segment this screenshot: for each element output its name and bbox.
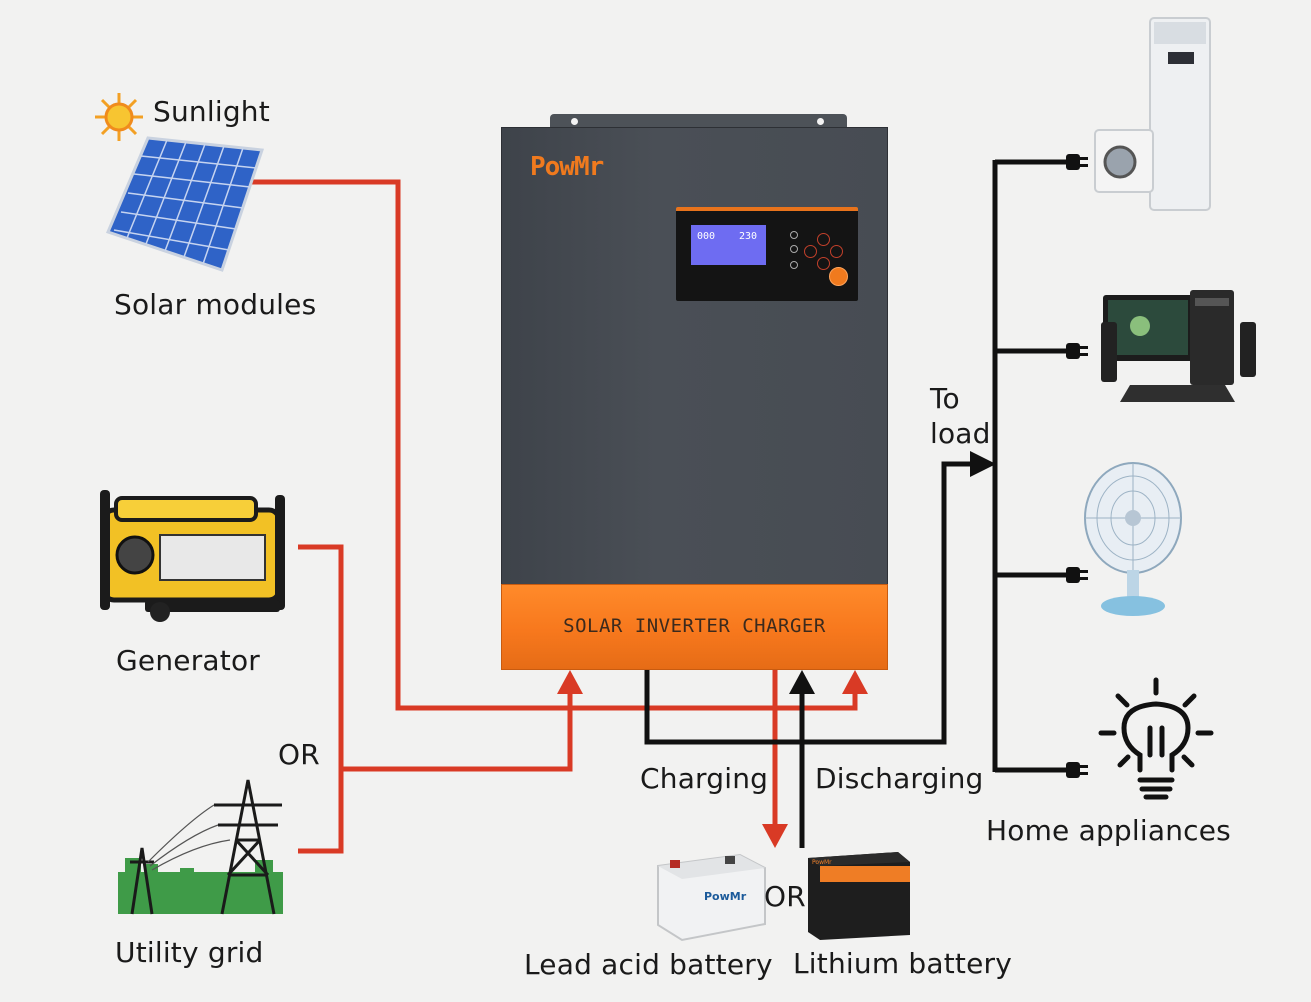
solar-input-arrow xyxy=(842,670,868,694)
solar-modules-label: Solar modules xyxy=(114,288,317,321)
plug-icon xyxy=(1066,343,1088,359)
lcd-right-value: 230 xyxy=(739,231,758,242)
plug-icon xyxy=(1066,567,1088,583)
to-load-label-line2: load xyxy=(930,417,991,450)
status-led xyxy=(790,231,798,239)
inverter-brand: PowMr xyxy=(530,152,604,182)
battery-brand-text: PowMr xyxy=(812,859,832,866)
utility-grid-icon xyxy=(118,779,283,915)
panel-button[interactable] xyxy=(817,233,830,246)
utility-grid-label: Utility grid xyxy=(115,936,264,969)
home-appliances-label: Home appliances xyxy=(986,814,1231,847)
sun-icon xyxy=(95,93,143,141)
power-button[interactable] xyxy=(829,267,848,286)
lead-acid-battery-icon: PowMr xyxy=(657,853,766,942)
panel-button[interactable] xyxy=(804,245,817,258)
inverter-body xyxy=(501,127,888,587)
air-conditioner-washing-machine-icon xyxy=(1094,17,1211,211)
generator-input-line xyxy=(298,544,344,854)
charging-arrow xyxy=(762,824,788,848)
output-line xyxy=(644,461,975,745)
to-load-arrow xyxy=(970,451,996,477)
panel-button[interactable] xyxy=(817,257,830,270)
discharging-label: Discharging xyxy=(815,762,984,795)
generator-label: Generator xyxy=(116,644,260,677)
plug-icon xyxy=(1066,154,1088,170)
inverter-label-band: SOLAR INVERTER CHARGER xyxy=(501,584,888,670)
lead-acid-battery-label: Lead acid battery xyxy=(524,948,773,981)
solar-panel-icon xyxy=(105,136,265,272)
panel-button[interactable] xyxy=(830,245,843,258)
lcd-left-value: 000 xyxy=(697,231,716,242)
plug-icon xyxy=(1066,762,1088,778)
solar-input-line xyxy=(245,179,858,711)
inverter-product-label: SOLAR INVERTER CHARGER xyxy=(563,615,826,637)
ac-input-arrow xyxy=(557,670,583,694)
charging-label: Charging xyxy=(640,762,769,795)
status-led xyxy=(790,245,798,253)
lcd-display: 000 230 xyxy=(691,225,766,265)
electric-fan-icon xyxy=(1084,462,1182,616)
lithium-battery-icon: PowMr xyxy=(808,852,910,940)
inverter-control-panel: 000 230 xyxy=(676,207,858,301)
ac-input-line xyxy=(341,690,573,772)
or-battery-label: OR xyxy=(764,880,806,913)
generator-icon xyxy=(100,490,285,622)
light-bulb-icon xyxy=(1098,677,1214,800)
lithium-battery-label: Lithium battery xyxy=(793,947,1013,980)
or-grid-label: OR xyxy=(278,738,320,771)
status-led xyxy=(790,261,798,269)
to-load-label-line1: To xyxy=(930,382,960,415)
discharging-arrow xyxy=(789,670,815,694)
sunlight-label: Sunlight xyxy=(153,95,270,128)
battery-brand-text: PowMr xyxy=(704,890,747,903)
inverter-mounting-bracket xyxy=(550,114,847,128)
desktop-computer-icon xyxy=(1101,290,1256,402)
